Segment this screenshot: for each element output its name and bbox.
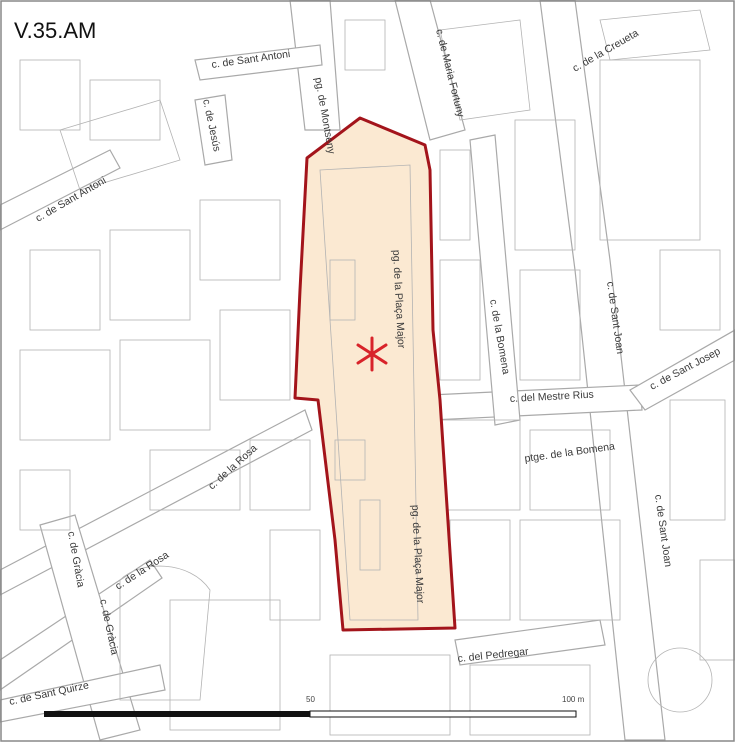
- street-label: pg. de la Plaça Major: [390, 250, 407, 350]
- scale-mid-label: 50: [306, 695, 315, 704]
- building-outlines: [19, 9, 735, 736]
- area-parcel-lines: [319, 164, 419, 621]
- scale-bar: 50 100 m: [44, 695, 585, 718]
- street-label: c. del Mestre Rius: [510, 389, 595, 405]
- highlighted-area[interactable]: [293, 116, 457, 632]
- street-label: pg. de la Plaça Major: [409, 505, 426, 605]
- map-title: V.35.AM: [14, 18, 96, 43]
- asterisk-marker-icon: [356, 336, 388, 372]
- scale-end-label: 100 m: [562, 695, 585, 704]
